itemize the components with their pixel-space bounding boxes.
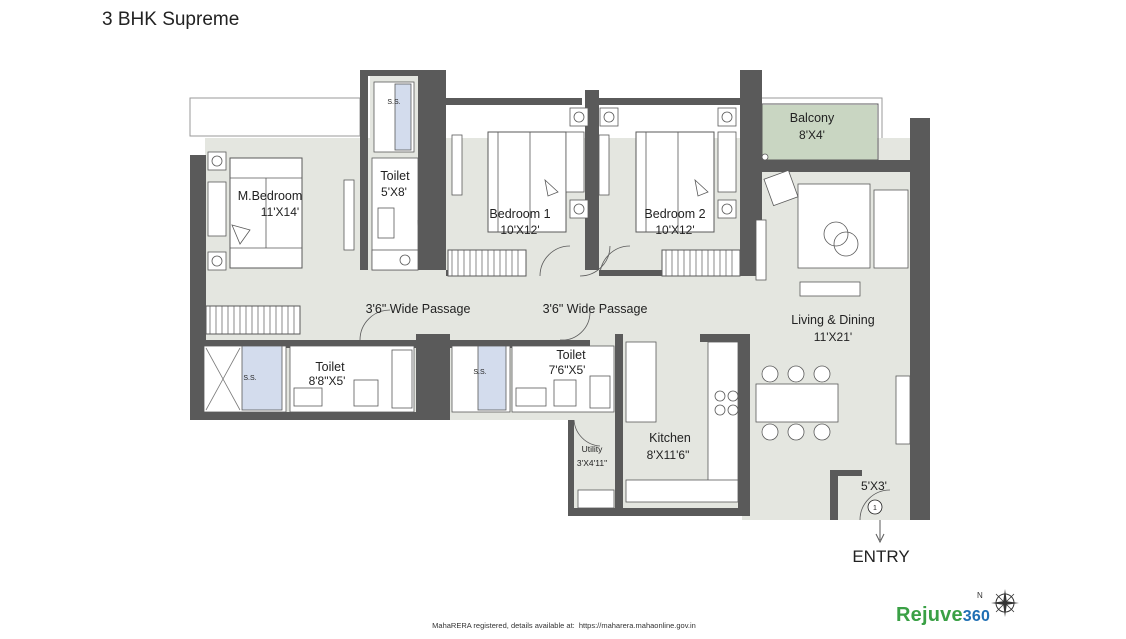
label-shower-left: S.S. [243,375,256,382]
label-living-dining-size: 11'X21' [814,330,852,344]
toilet-top-fixtures [371,81,419,271]
lower-toilets [203,345,615,413]
balcony-fill [762,105,877,160]
label-toilet-left-size: 8'8"X5' [309,374,346,388]
label-bedroom2: Bedroom 2 [644,207,705,221]
label-foyer-size: 5'X3' [861,479,887,493]
living-furniture [755,169,911,445]
desks [207,131,767,281]
plan-title: 3 BHK Supreme [102,9,240,30]
label-passage-left: 3'6" Wide Passage [366,302,471,316]
foyer-marker [867,499,883,515]
footer-note: MahaRERA registered, details available a… [0,621,1126,630]
label-living-dining: Living & Dining [791,313,874,327]
label-bedroom1-size: 10'X12' [500,223,539,237]
footer-text: MahaRERA registered, details available a… [432,621,575,630]
label-master-bedroom: M.Bedroom [238,189,303,203]
label-toilet-left: Toilet [315,360,345,374]
brand-name: Rejuve [896,604,963,626]
label-shower-top: S.S. [387,99,400,106]
beds [229,131,715,269]
wardrobe-lines [209,250,733,334]
label-toilet-top: Toilet [380,169,410,183]
door-swings [359,219,891,521]
label-kitchen-size: 8'X11'6" [647,448,690,462]
label-bedroom1: Bedroom 1 [489,207,550,221]
label-utility-size: 3'X4'11" [577,458,607,468]
label-bedroom2-size: 10'X12' [655,223,694,237]
compass-icon [991,589,1019,617]
label-passage-right: 3'6" Wide Passage [543,302,648,316]
label-shower-mid: S.S. [473,369,486,376]
label-balcony-size: 8'X4' [799,128,825,142]
kitchen-fixtures [577,341,739,509]
bed-details [230,132,709,249]
label-kitchen: Kitchen [649,431,691,445]
entry-arrow-head [875,533,885,544]
entry-label: ENTRY [852,547,909,566]
footer-url: https://maharera.mahaonline.gov.in [578,621,696,630]
balcony-outline [761,103,879,161]
label-master-bedroom-size: 11'X14' [261,205,299,219]
label-toilet-mid: Toilet [556,348,586,362]
side-tables [207,107,737,271]
label-toilet-top-size: 5'X8' [381,185,407,199]
label-toilet-mid-size: 7'6"X5' [549,363,586,377]
label-balcony: Balcony [790,111,835,125]
label-utility: Utility [582,444,604,454]
balcony-drain-icon [761,153,769,161]
brand-logo: Rejuve360 [896,604,990,627]
compass-north-label: N [977,591,983,600]
label-foyer-marker: 1 [873,505,877,512]
brand-number: 360 [962,608,991,625]
